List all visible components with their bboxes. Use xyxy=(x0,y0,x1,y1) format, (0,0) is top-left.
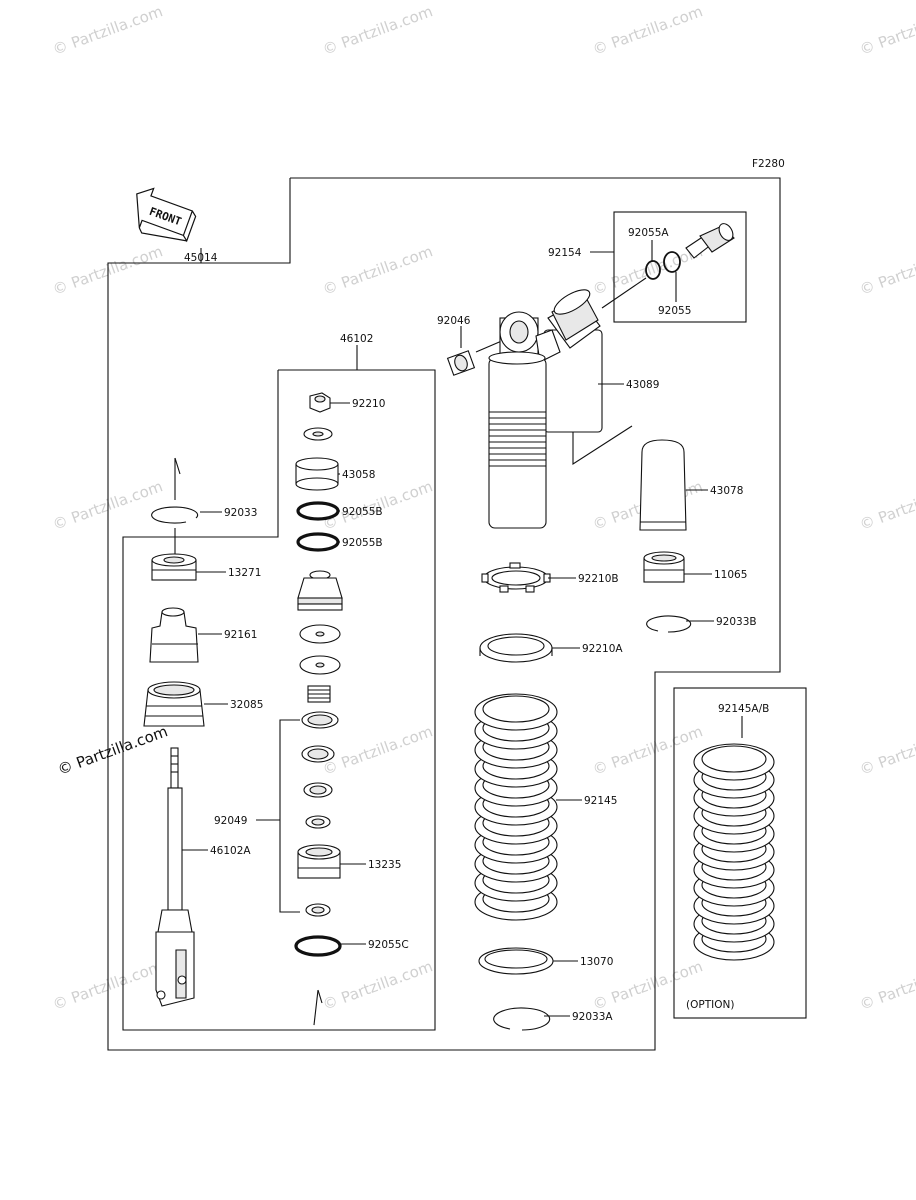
subassembly-outline-46102 xyxy=(122,369,436,1031)
watermark: © Partzilla.com xyxy=(857,722,916,779)
label-92049: 92049 xyxy=(214,815,247,827)
watermark: © Partzilla.com xyxy=(320,722,435,779)
part-valve xyxy=(685,223,735,259)
part-small-spring xyxy=(307,685,331,703)
label-43058: 43058 xyxy=(342,469,375,481)
part-46102A xyxy=(155,747,195,1007)
label-46102A: 46102A xyxy=(210,845,251,857)
washer-hole xyxy=(307,748,329,760)
assembly-outline-45014 xyxy=(107,177,781,1051)
label-92055B-1: 92055B xyxy=(342,506,383,518)
part-92210 xyxy=(309,392,331,413)
part-92033A xyxy=(493,1007,551,1031)
watermark-dark: © Partzilla.com xyxy=(55,722,170,779)
part-92210A xyxy=(479,633,553,663)
leader-43078 xyxy=(572,425,633,466)
label-43089: 43089 xyxy=(626,379,659,391)
shim-hole xyxy=(315,631,325,637)
watermark: © Partzilla.com xyxy=(857,477,916,534)
part-43078 xyxy=(639,439,687,531)
watermark: © Partzilla.com xyxy=(857,242,916,299)
label-92055A: 92055A xyxy=(628,227,669,239)
label-92055C: 92055C xyxy=(368,939,409,951)
label-92210A: 92210A xyxy=(582,643,623,655)
label-32085: 32085 xyxy=(230,699,263,711)
watermark: © Partzilla.com xyxy=(857,2,916,59)
part-92055 xyxy=(663,251,681,273)
spring-coil-inner xyxy=(701,745,767,773)
label-92046: 92046 xyxy=(437,315,471,327)
watermark: © Partzilla.com xyxy=(320,242,435,299)
label-92145: 92145 xyxy=(584,795,617,807)
part-11065 xyxy=(643,551,685,583)
label-92145AB: 92145A/B xyxy=(718,703,769,715)
shim-hole xyxy=(315,662,325,668)
label-46102: 46102 xyxy=(340,333,373,345)
option-box xyxy=(673,687,807,1019)
part-92055B-2 xyxy=(296,532,340,552)
label-92033: 92033 xyxy=(224,507,257,519)
watermark: © Partzilla.com xyxy=(320,957,435,1014)
part-92046 xyxy=(446,350,476,376)
watermark: © Partzilla.com xyxy=(590,2,705,59)
label-13235: 13235 xyxy=(368,859,401,871)
label-92033B: 92033B xyxy=(716,616,757,628)
washer-hole xyxy=(307,714,333,726)
washer-hole xyxy=(311,818,325,826)
watermark: © Partzilla.com xyxy=(50,2,165,59)
part-43089-shock-body xyxy=(488,289,603,529)
watermark: © Partzilla.com xyxy=(590,722,705,779)
part-92033 xyxy=(151,506,199,524)
watermark: © Partzilla.com xyxy=(320,2,435,59)
washer-hole xyxy=(309,785,327,795)
label-13070: 13070 xyxy=(580,956,613,968)
part-13271 xyxy=(151,553,197,581)
label-43078: 43078 xyxy=(710,485,743,497)
label-92210B: 92210B xyxy=(578,573,619,585)
label-92161: 92161 xyxy=(224,629,257,641)
part-92145AB-spring xyxy=(693,743,775,961)
part-92055B-1 xyxy=(296,501,340,521)
inset-box-92154 xyxy=(613,211,747,323)
bracket-92049 xyxy=(279,719,300,913)
part-92161 xyxy=(149,607,199,663)
part-13070 xyxy=(478,947,554,975)
label-92154: 92154 xyxy=(548,247,582,259)
part-13235 xyxy=(297,844,341,879)
part-43058 xyxy=(295,457,339,491)
label-92055: 92055 xyxy=(658,305,691,317)
part-92210B xyxy=(481,562,551,593)
figure-code: F2280 xyxy=(752,158,785,170)
part-92055C xyxy=(294,935,342,957)
part-piston xyxy=(297,570,343,611)
label-11065: 11065 xyxy=(714,569,747,581)
part-92055A xyxy=(645,260,661,280)
part-32085 xyxy=(143,681,205,727)
watermark: © Partzilla.com xyxy=(857,957,916,1014)
option-label: (OPTION) xyxy=(686,999,734,1011)
part-92145-spring xyxy=(474,693,558,921)
part-92033B xyxy=(646,615,692,633)
label-45014: 45014 xyxy=(184,252,218,264)
front-arrow-icon: FRONT xyxy=(136,187,197,243)
label-92055B-2: 92055B xyxy=(342,537,383,549)
washer-hole xyxy=(311,906,325,914)
label-92210: 92210 xyxy=(352,398,385,410)
part-washer-1 xyxy=(303,427,333,441)
label-13271: 13271 xyxy=(228,567,261,579)
label-92033A: 92033A xyxy=(572,1011,613,1023)
spring-coil-inner xyxy=(482,695,550,723)
